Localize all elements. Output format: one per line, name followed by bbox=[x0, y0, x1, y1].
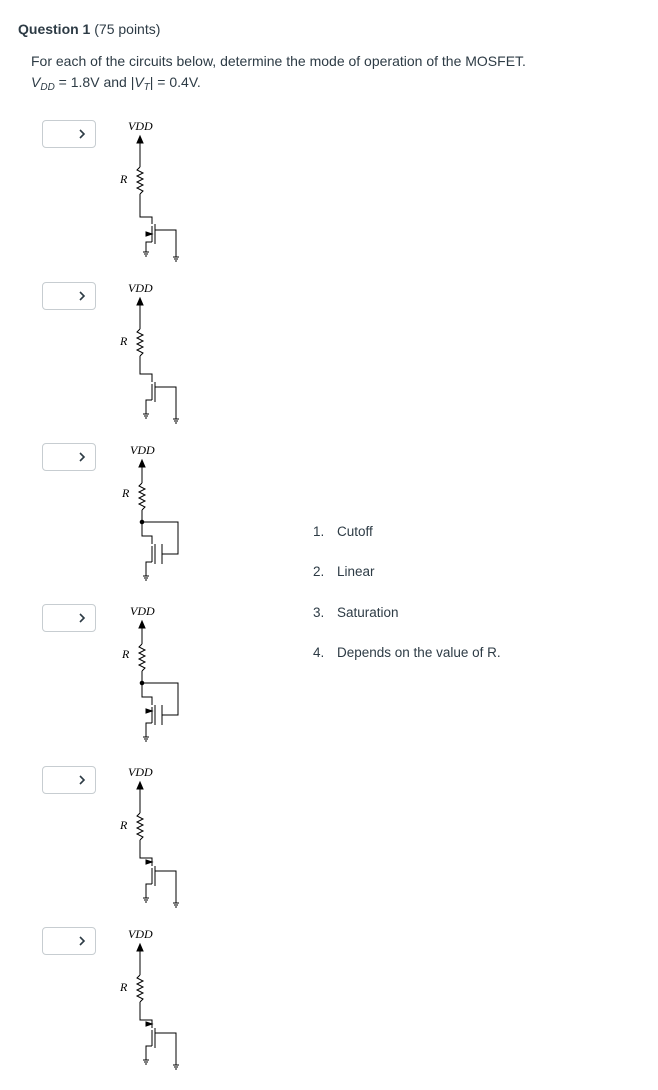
answer-number: 1. bbox=[313, 524, 325, 539]
question-points: (75 points) bbox=[94, 21, 161, 37]
resistor-label: R bbox=[121, 647, 130, 661]
circuit-1: VDD R bbox=[119, 119, 179, 262]
question-text: For each of the circuits below, determin… bbox=[31, 51, 526, 98]
circuit-2: VDD R bbox=[119, 281, 179, 424]
mode-select-2[interactable] bbox=[42, 282, 96, 310]
vdd-label: VDD bbox=[128, 119, 153, 133]
answer-item: 4. Depends on the value of R. bbox=[313, 645, 501, 660]
vdd-label: VDD bbox=[128, 927, 153, 941]
vdd-label: VDD bbox=[130, 443, 155, 457]
resistor-label: R bbox=[121, 486, 130, 500]
chevron-down-icon bbox=[79, 775, 86, 785]
answer-item: 3. Saturation bbox=[313, 605, 399, 620]
circuit-3: VDD R bbox=[121, 443, 179, 581]
answer-number: 2. bbox=[313, 564, 325, 579]
answer-number: 3. bbox=[313, 605, 325, 620]
chevron-down-icon bbox=[79, 936, 86, 946]
answer-text: Saturation bbox=[337, 605, 399, 620]
question-title: Question 1 bbox=[18, 21, 91, 37]
mode-select-6[interactable] bbox=[42, 927, 96, 955]
prompt-line-2: VDD = 1.8V and |VT| = 0.4V. bbox=[31, 72, 526, 98]
answer-item: 2. Linear bbox=[313, 564, 375, 579]
vdd-subscript: DD bbox=[40, 82, 55, 93]
prompt-line-1: For each of the circuits below, determin… bbox=[31, 53, 526, 69]
resistor-label: R bbox=[119, 980, 128, 994]
mode-select-4[interactable] bbox=[42, 604, 96, 632]
resistor-label: R bbox=[119, 818, 128, 832]
answer-text: Depends on the value of R. bbox=[337, 645, 501, 660]
answer-text: Cutoff bbox=[337, 524, 373, 539]
resistor-label: R bbox=[119, 334, 128, 348]
circuit-6: VDD R bbox=[119, 927, 179, 1070]
vdd-label: VDD bbox=[128, 281, 153, 295]
question-header: Question 1 (75 points) bbox=[18, 21, 160, 37]
chevron-down-icon bbox=[79, 129, 86, 139]
chevron-down-icon bbox=[79, 452, 86, 462]
resistor-label: R bbox=[119, 172, 128, 186]
vt-value: | = 0.4V. bbox=[149, 74, 201, 90]
mode-select-3[interactable] bbox=[42, 443, 96, 471]
circuit-5: VDD R bbox=[119, 765, 179, 908]
answer-text: Linear bbox=[337, 564, 375, 579]
circuit-4: VDD R bbox=[121, 604, 179, 742]
chevron-down-icon bbox=[79, 291, 86, 301]
mode-select-1[interactable] bbox=[42, 120, 96, 148]
answer-number: 4. bbox=[313, 645, 325, 660]
vdd-symbol: V bbox=[31, 74, 41, 90]
answer-item: 1. Cutoff bbox=[313, 524, 373, 539]
vdd-value: = 1.8V and | bbox=[54, 74, 135, 90]
mode-select-5[interactable] bbox=[42, 766, 96, 794]
vdd-label: VDD bbox=[128, 765, 153, 779]
vt-symbol: V bbox=[134, 74, 144, 90]
vt-subscript: T bbox=[143, 82, 150, 93]
chevron-down-icon bbox=[79, 613, 86, 623]
vdd-label: VDD bbox=[130, 604, 155, 618]
